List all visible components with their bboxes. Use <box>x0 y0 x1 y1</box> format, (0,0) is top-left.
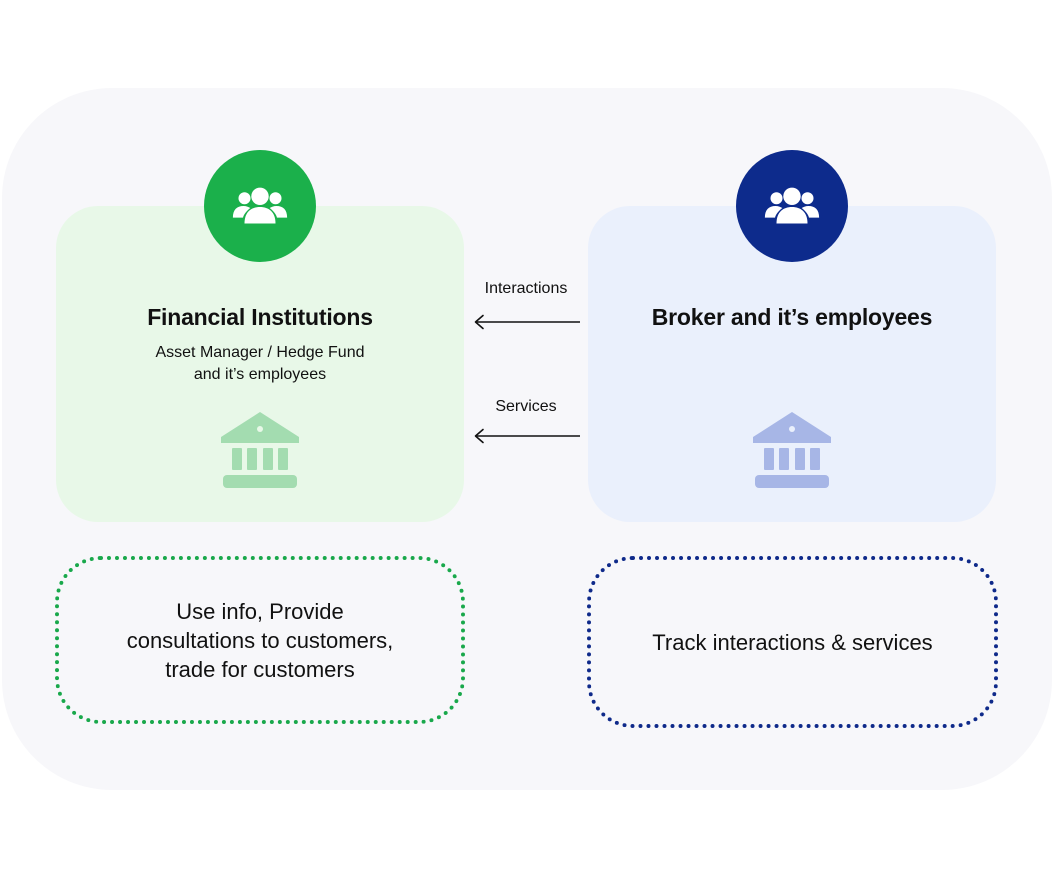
services-arrow-label: Services <box>495 398 557 415</box>
services-arrow <box>474 428 580 444</box>
people-group-icon <box>232 187 288 224</box>
financial-institutions-role-box: Use info, Provide consultations to custo… <box>55 556 465 724</box>
role-description: Use info, Provide consultations to custo… <box>127 597 394 684</box>
interactions-arrow <box>474 314 580 330</box>
financial-institutions-title: Financial Institutions <box>147 304 373 330</box>
bank-building-icon <box>221 412 299 488</box>
interactions-arrow-label: Interactions <box>484 280 568 297</box>
role-line: Use info, Provide <box>176 598 344 624</box>
bank-building-icon <box>753 412 831 488</box>
role-line: Track interactions & services <box>652 629 933 655</box>
subtitle-line: Asset Manager / Hedge Fund <box>155 344 365 361</box>
role-line: trade for customers <box>165 656 355 682</box>
role-description: Track interactions & services <box>652 628 932 657</box>
people-group-icon <box>764 187 820 224</box>
broker-role-box: Track interactions & services <box>587 556 998 728</box>
financial-institutions-avatar <box>204 150 316 262</box>
broker-avatar <box>736 150 848 262</box>
broker-title: Broker and it’s employees <box>651 304 933 330</box>
subtitle-line: and it’s employees <box>193 366 327 383</box>
financial-institutions-subtitle: Asset Manager / Hedge Fund and it’s empl… <box>56 342 464 386</box>
role-line: consultations to customers, <box>126 627 394 653</box>
